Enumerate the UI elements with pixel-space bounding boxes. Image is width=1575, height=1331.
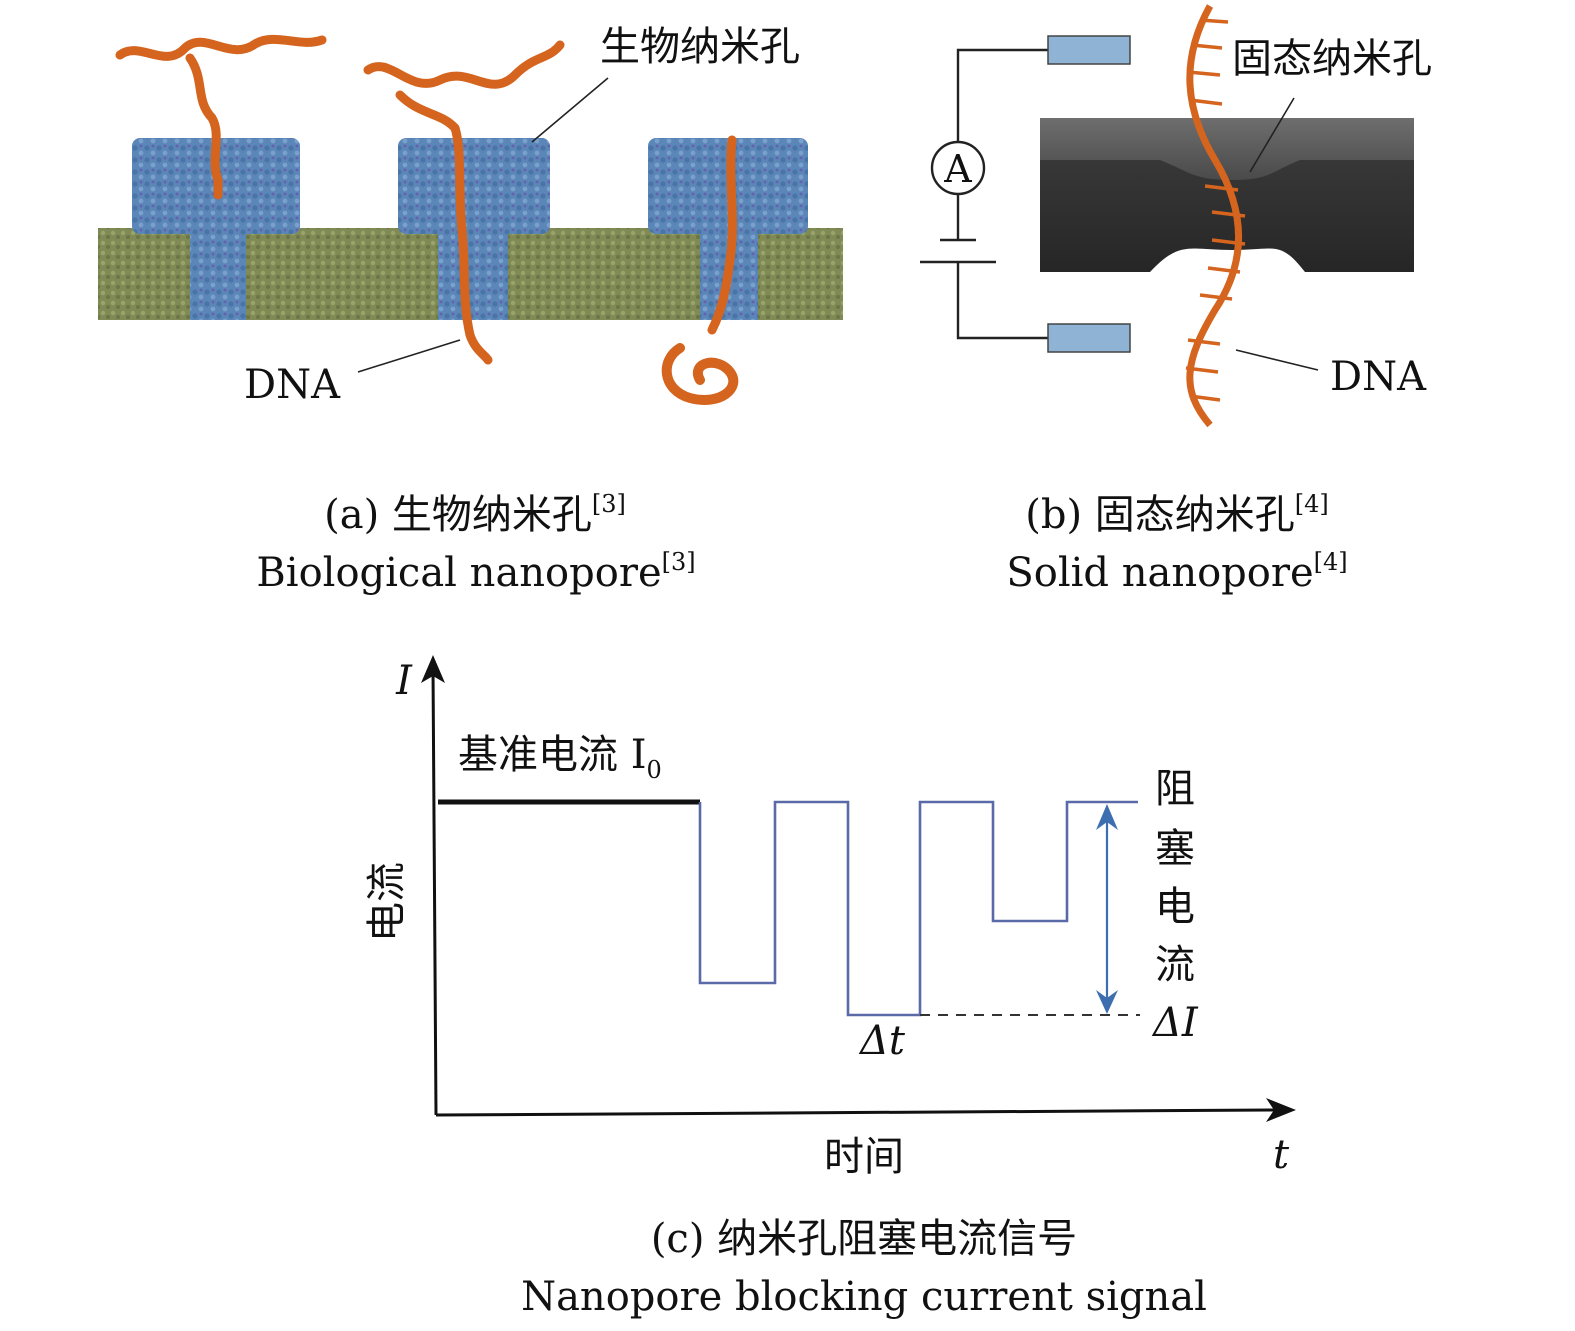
x-axis (435, 1108, 1281, 1117)
blocking-label-char-4: 流 (1155, 942, 1195, 988)
caption-b-cn: (b) 固态纳米孔[4] (1025, 490, 1329, 538)
ammeter-icon (930, 140, 986, 196)
y-axis-symbol: I (395, 658, 413, 704)
baseline-label-text: 基准电流 I (458, 732, 647, 778)
x-axis-label: 时间 (824, 1134, 904, 1180)
caption-a-en-text: Biological nanopore (256, 550, 661, 596)
blocking-current-label: 阻 塞 电 流 (1155, 766, 1195, 988)
electrode-bottom (1047, 323, 1131, 353)
x-axis-arrowhead (1266, 1098, 1296, 1122)
caption-a-cn-text: (a) 生物纳米孔 (324, 492, 592, 538)
panel-a-biological-nanopore: 生物纳米孔 DNA (a) 生物纳米孔[3] Biological nanopo… (98, 24, 843, 596)
y-axis (431, 667, 438, 1116)
dna-strands-a (115, 34, 739, 405)
caption-b-cn-text: (b) 固态纳米孔 (1025, 492, 1295, 538)
pore-label-a: 生物纳米孔 (600, 24, 800, 70)
caption-c-en: Nanopore blocking current signal (521, 1274, 1207, 1320)
caption-c-cn: (c) 纳米孔阻塞电流信号 (651, 1216, 1077, 1262)
baseline-label: 基准电流 I0 (458, 732, 662, 784)
dna-coil-3 (661, 343, 739, 405)
dna-strand-1 (115, 34, 327, 200)
dna-strand-2 (363, 40, 565, 365)
leader-pore-label-b (1249, 97, 1295, 173)
caption-b-cn-ref: [4] (1295, 490, 1329, 518)
delta-t-label: Δt (858, 1018, 906, 1064)
dna-label-b: DNA (1330, 354, 1427, 400)
caption-a-cn: (a) 生物纳米孔[3] (324, 490, 626, 538)
x-axis-symbol: t (1273, 1132, 1290, 1178)
panel-b-solid-nanopore: A (920, 4, 1432, 596)
y-axis-label: 电流 (364, 862, 410, 942)
blocking-label-char-2: 塞 (1155, 826, 1195, 872)
ammeter-label: A (943, 147, 972, 191)
blocking-label-char-3: 电 (1155, 884, 1195, 930)
delta-i-arrowhead-bottom (1096, 990, 1118, 1014)
caption-b-en-ref: [4] (1314, 548, 1348, 576)
y-axis-arrowhead (421, 655, 445, 683)
caption-a-en-ref: [3] (662, 548, 696, 576)
leader-pore-label-a (531, 77, 609, 143)
delta-i-label: ΔI (1151, 1000, 1199, 1046)
solid-state-chip (1040, 118, 1414, 272)
panel-c-current-signal: I 电流 t 时间 基准电流 I0 阻 塞 电 流 ΔI Δt (c) 纳米孔阻… (364, 655, 1296, 1320)
dna-label-a: DNA (244, 362, 341, 408)
dna-helix-b (1185, 4, 1246, 428)
leader-dna-label-b (1235, 349, 1319, 371)
dna-strand-3 (707, 135, 737, 335)
caption-a-en: Biological nanopore[3] (256, 548, 695, 596)
caption-b-en: Solid nanopore[4] (1006, 548, 1347, 596)
baseline-label-sub: 0 (647, 756, 662, 784)
electrode-top (1047, 35, 1131, 65)
circuit-wire (956, 48, 1048, 340)
delta-i-arrowhead-top (1096, 804, 1118, 830)
pore-label-b: 固态纳米孔 (1232, 36, 1432, 82)
caption-b-en-text: Solid nanopore (1006, 550, 1313, 596)
protein-pore-2 (398, 138, 550, 320)
caption-a-cn-ref: [3] (592, 490, 626, 518)
blocking-label-char-1: 阻 (1155, 766, 1195, 812)
leader-dna-label-a (357, 339, 461, 373)
blocking-signal-trace (698, 800, 1138, 1017)
